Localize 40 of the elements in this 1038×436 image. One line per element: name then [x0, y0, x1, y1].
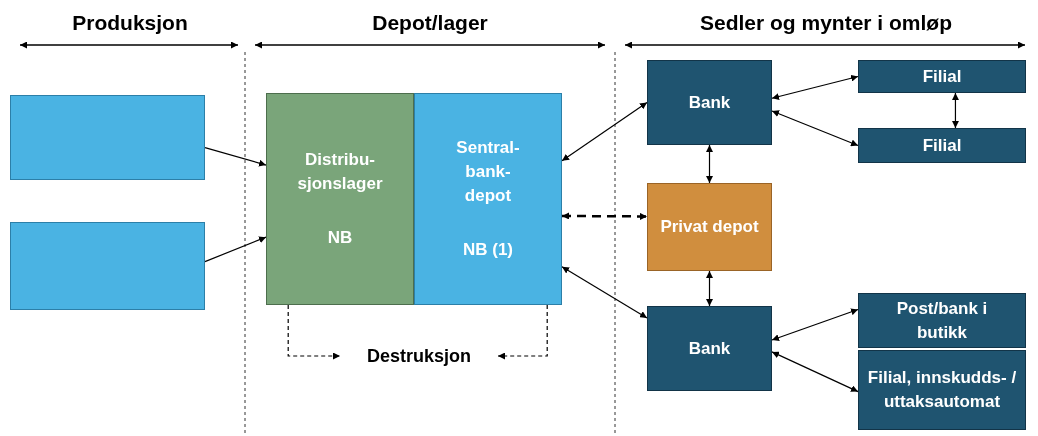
section-heading: Produksjon: [72, 10, 188, 36]
arrow: [771, 74, 859, 100]
node-label: NB (1): [462, 239, 514, 261]
arrow: [497, 304, 548, 360]
arrow: [706, 270, 713, 307]
node-label: Destruksjon: [367, 344, 471, 368]
node-label: Bank: [688, 91, 731, 114]
branch-box: [858, 60, 1026, 93]
node-label: NB: [327, 227, 353, 249]
node-label: Sentral- bank- depot: [455, 137, 521, 207]
atm-box: [858, 350, 1026, 430]
arrow: [706, 144, 713, 184]
arrow: [287, 304, 341, 360]
arrow: [204, 236, 267, 263]
node-label: Filial: [922, 134, 962, 157]
branch-box: [858, 128, 1026, 163]
node-label: Filial: [922, 65, 962, 88]
section-heading: Depot/lager: [372, 10, 488, 36]
outlet-box: [858, 293, 1026, 348]
node-label: Post/bank i butikk: [895, 297, 989, 344]
arrow: [771, 110, 859, 147]
node-label: Bank: [688, 337, 731, 360]
process-box: [10, 95, 205, 180]
section-heading: Sedler og mynter i omløp: [700, 10, 952, 36]
process-box: [10, 222, 205, 310]
arrow: [204, 147, 267, 167]
bank-box: [647, 60, 772, 145]
arrow: [561, 101, 648, 162]
node-label: Privat depot: [660, 216, 759, 238]
storage-box: [266, 93, 414, 305]
arrow: [771, 351, 859, 393]
bank-box: [647, 306, 772, 391]
depot-box: [414, 93, 562, 305]
arrow: [951, 92, 959, 129]
arrow: [562, 212, 647, 220]
arrow: [771, 308, 859, 341]
node-label: Distribu- sjonslager: [296, 149, 384, 195]
arrow: [561, 266, 648, 319]
node-label: Filial, innskudds- / uttaksautomat: [867, 367, 1017, 413]
private-depot-box: [647, 183, 772, 271]
